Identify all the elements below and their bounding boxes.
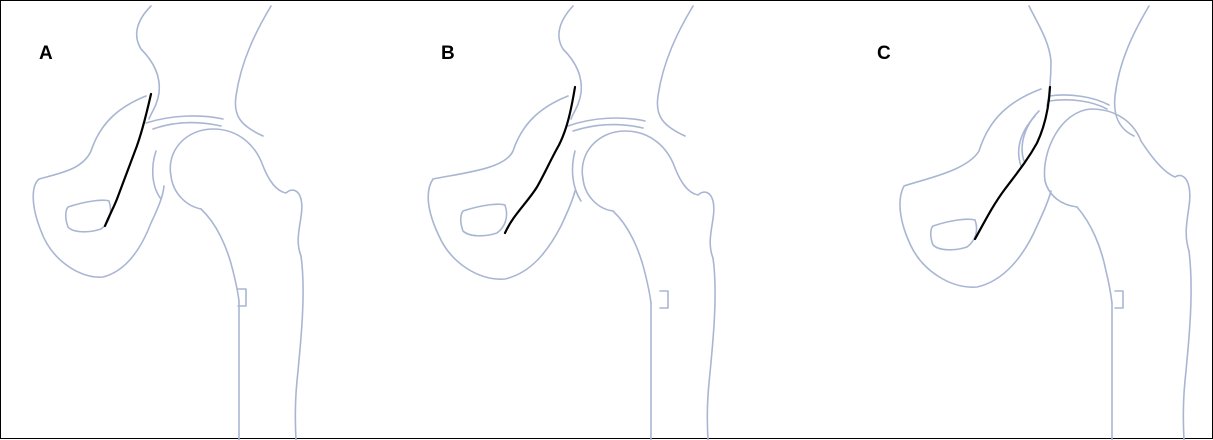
shenton-line-c [975,87,1050,239]
panel-b: B [403,1,807,440]
panel-label-c: C [877,43,891,64]
panel-c: C [809,1,1213,440]
hip-outline-b [428,6,715,440]
shenton-line-a [105,94,151,226]
hip-outline-c [900,6,1191,440]
shenton-line-b [505,87,575,233]
panel-a: A [1,1,405,440]
panel-label-a: A [39,43,53,64]
panel-label-b: B [441,43,455,64]
hip-outline-a [33,6,303,440]
